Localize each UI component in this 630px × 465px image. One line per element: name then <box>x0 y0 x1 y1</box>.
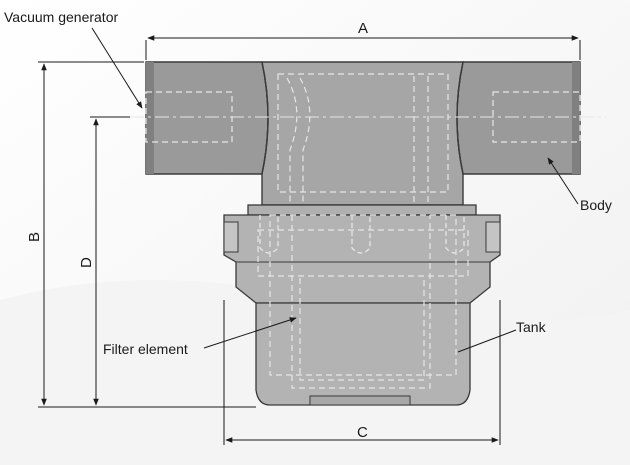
vacuum-generator-label: Vacuum generator <box>4 9 118 25</box>
dimension-b-label: B <box>26 232 43 242</box>
tank-label: Tank <box>516 319 547 335</box>
body-part <box>130 61 606 210</box>
dimension-a-label: A <box>358 20 368 37</box>
dimension-c-label: C <box>357 424 368 441</box>
dimension-lines <box>38 35 581 445</box>
filter-element-label: Filter element <box>103 341 188 357</box>
body-label: Body <box>580 197 612 213</box>
tank-part <box>223 204 501 406</box>
leader-lines <box>91 27 579 353</box>
dimension-d-label: D <box>78 257 95 268</box>
